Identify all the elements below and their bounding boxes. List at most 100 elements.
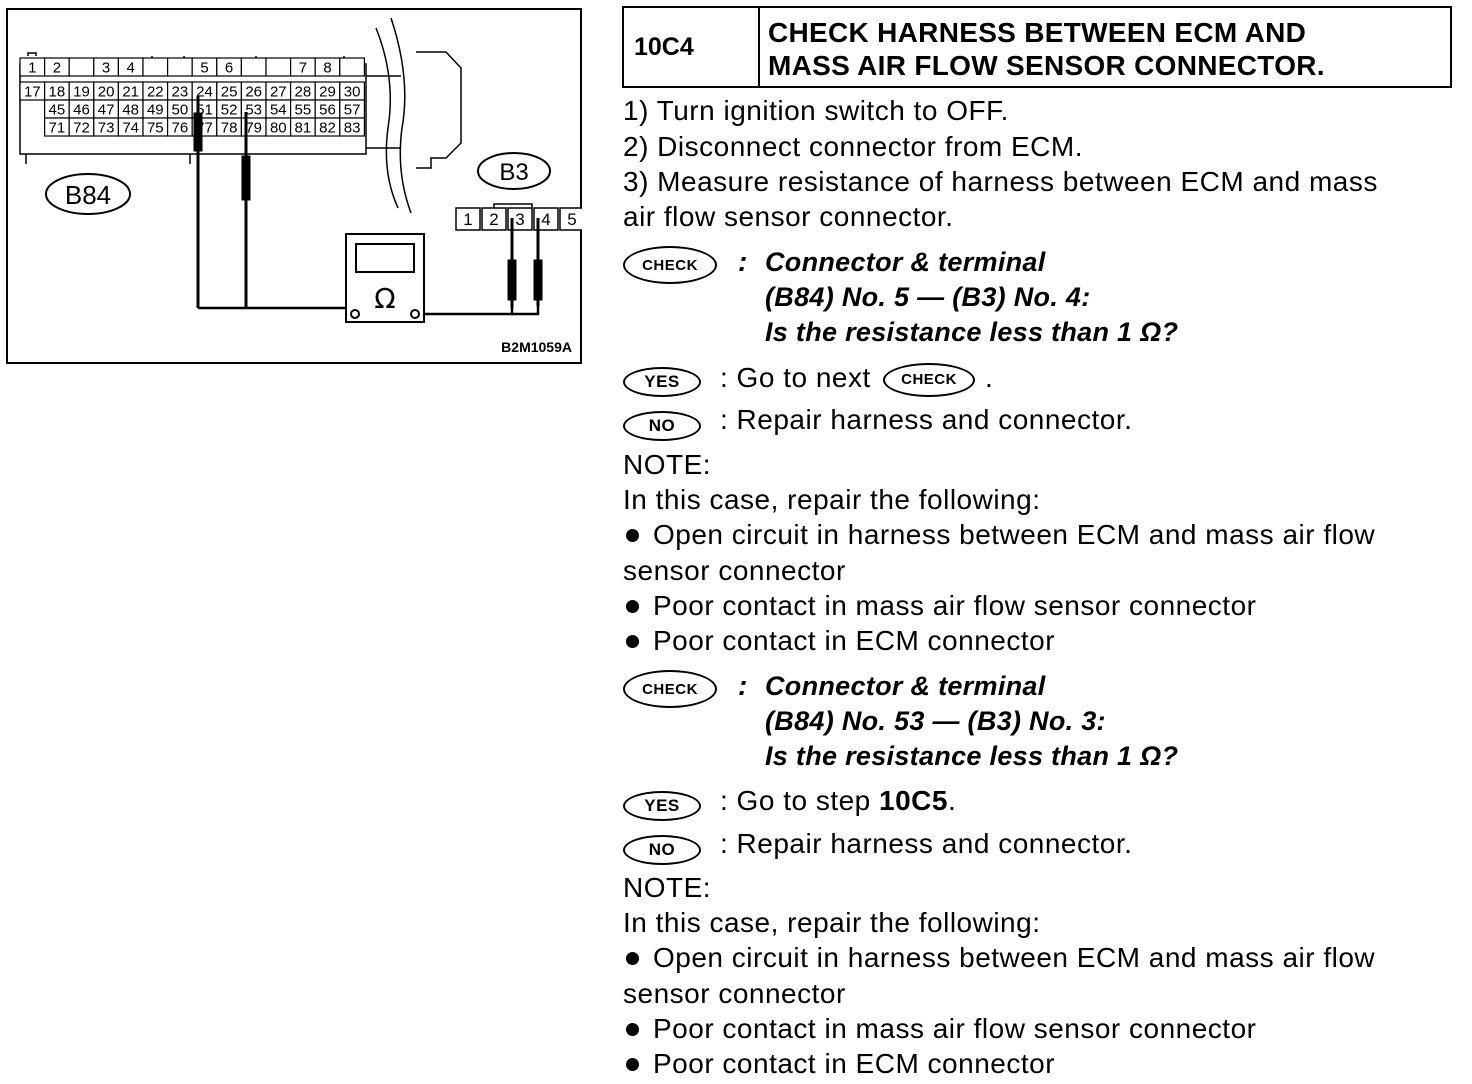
ecm-pin-label: 49 — [147, 102, 164, 119]
ecm-pin-cell — [240, 57, 267, 77]
ecm-pin-cell — [68, 57, 95, 77]
ecm-pin-label: 73 — [98, 120, 115, 137]
ecm-pin-label: 30 — [344, 84, 361, 101]
ecm-pin-label: 75 — [147, 120, 164, 137]
ecm-pin-label: 29 — [319, 84, 336, 101]
ecm-pin-label: 71 — [49, 120, 66, 137]
ecm-pin-label: 45 — [49, 102, 66, 119]
check1-yes-response: : Go to next CHECK. — [720, 362, 993, 397]
ecm-pin-label: 54 — [270, 102, 287, 119]
ecm-pin-label: 24 — [196, 84, 213, 101]
ecm-pin-label: 55 — [295, 102, 312, 119]
check2-bullet3: Poor contact in ECM connector — [623, 1047, 1055, 1081]
ecm-pin-label: 8 — [323, 60, 331, 77]
ecm-pin-label: 20 — [98, 84, 115, 101]
check2-no-response: : Repair harness and connector. — [720, 828, 1133, 859]
ecm-pin-label: 48 — [122, 102, 139, 119]
ecm-pin-label: 74 — [122, 120, 139, 137]
check1-yes-suffix: . — [985, 362, 994, 393]
bullet-icon — [626, 529, 639, 543]
ecm-pin-label: 50 — [172, 102, 189, 119]
check2-yes-suffix: . — [947, 785, 957, 816]
check-icon: CHECK — [623, 670, 717, 708]
sensor-pin-cell — [559, 207, 582, 231]
ecm-pin-label: 22 — [147, 84, 164, 101]
ecm-pin-label: 80 — [270, 120, 287, 137]
ecm-pin-label: 82 — [319, 120, 336, 137]
ecm-pin-cell — [339, 117, 365, 137]
check2-note-label: NOTE: — [623, 872, 712, 903]
check-icon: CHECK — [623, 246, 717, 284]
ecm-pin-label: 76 — [172, 120, 189, 137]
check1-bullet1: Open circuit in harness between ECM and … — [623, 518, 1375, 552]
check1-bullet2: Poor contact in mass air flow sensor con… — [623, 589, 1256, 623]
check1-bullet3: Poor contact in ECM connector — [623, 624, 1055, 658]
procedure-step-3-cont: air flow sensor connector. — [623, 201, 954, 232]
step-header: 10C4 CHECK HARNESS BETWEEN ECM AND MASS … — [622, 6, 1452, 88]
ecm-pin-cell — [339, 57, 365, 77]
sensor-connector — [493, 203, 533, 208]
check2-yes-text: : Go to step — [720, 785, 871, 816]
ecm-pin-cell — [142, 57, 169, 77]
sensor-pin-label: 2 — [489, 210, 498, 229]
ecm-pin-label: 47 — [98, 102, 115, 119]
ecm-pin-label: 26 — [245, 84, 262, 101]
sensor-pin-cell — [481, 207, 507, 231]
ecm-pin-label: 57 — [344, 102, 361, 119]
check2-line3: Is the resistance less than 1 Ω? — [765, 741, 1179, 771]
procedure-step-2: 2) Disconnect connector from ECM. — [623, 131, 1083, 162]
ecm-pin-label: 53 — [245, 102, 262, 119]
ecm-pin-label: 3 — [102, 60, 110, 77]
ecm-pin-label: 72 — [73, 120, 90, 137]
sensor-pin-cell — [507, 207, 533, 231]
check2-bullet1-cont: sensor connector — [623, 978, 846, 1009]
ecm-pin-label: 4 — [127, 60, 135, 77]
check1-no-response: : Repair harness and connector. — [720, 404, 1133, 435]
ohm-symbol: Ω — [374, 282, 395, 315]
check1-yes-text: : Go to next — [720, 362, 871, 393]
procedure-step-3: 3) Measure resistance of harness between… — [623, 166, 1378, 197]
ecm-pin-label: 78 — [221, 120, 238, 137]
ecm-pin-label: 2 — [53, 60, 61, 77]
check2-line2: (B84) No. 53 — (B3) No. 3: — [765, 706, 1106, 736]
bullet-icon — [626, 600, 639, 614]
ecm-pin-label: 19 — [73, 84, 90, 101]
sensor-probes — [507, 218, 543, 308]
ecm-pin-label: 46 — [73, 102, 90, 119]
step-id: 10C4 — [624, 8, 760, 86]
ecm-pin-label: 56 — [319, 102, 336, 119]
check1-line2: (B84) No. 5 — (B3) No. 4: — [765, 282, 1091, 312]
ecm-pin-label: 7 — [299, 60, 307, 77]
ecm-pin-label: 1 — [28, 60, 36, 77]
check1-bullet1-cont: sensor connector — [623, 555, 846, 586]
bullet-icon — [626, 635, 639, 649]
ecm-connector-label: B84 — [65, 180, 111, 210]
sensor-connector-label: B3 — [499, 159, 528, 186]
check2-yes-response: : Go to step 10C5. — [720, 785, 956, 817]
ecm-pin-label: 6 — [225, 60, 233, 77]
next-step-ref: 10C5 — [879, 785, 948, 816]
sensor-pin-cell — [455, 207, 481, 231]
no-icon: NO — [623, 411, 701, 441]
yes-icon: YES — [623, 367, 701, 397]
ecm-pin-cell — [265, 57, 292, 77]
ecm-pin-label: 25 — [221, 84, 238, 101]
test-leads — [198, 306, 540, 316]
bullet-icon — [626, 1058, 639, 1072]
check-colon: : — [738, 670, 748, 701]
check-colon: : — [738, 246, 748, 277]
ecm-pin-label: 28 — [295, 84, 312, 101]
bullet-icon — [626, 952, 639, 966]
ecm-pin-label: 18 — [49, 84, 66, 101]
sensor-pin-cell — [533, 207, 559, 231]
check-icon: CHECK — [883, 362, 976, 397]
sensor-pin-label: 3 — [515, 210, 524, 229]
step-title-line1: CHECK HARNESS BETWEEN ECM AND — [768, 17, 1307, 48]
ecm-pin-cell — [167, 57, 193, 77]
check1-note-intro: In this case, repair the following: — [623, 484, 1041, 515]
check1-line3: Is the resistance less than 1 Ω? — [765, 317, 1179, 347]
procedure-step-1: 1) Turn ignition switch to OFF. — [623, 95, 1009, 126]
